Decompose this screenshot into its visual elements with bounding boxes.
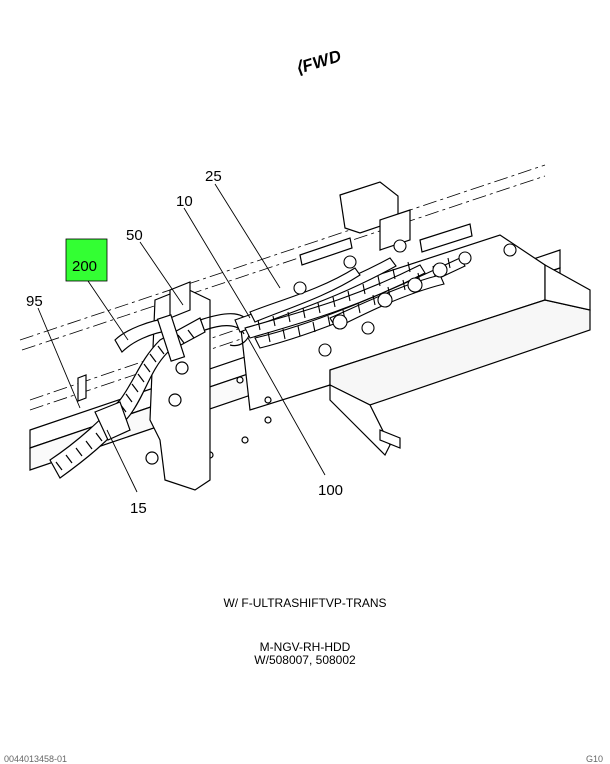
callout-200-highlight xyxy=(65,238,108,282)
callout-100: 100 xyxy=(318,482,343,499)
mounting-tray xyxy=(206,181,591,459)
caption-config: W/508007, 508002 xyxy=(254,653,356,667)
wiring-harness-right xyxy=(234,239,517,357)
harness-clamp xyxy=(77,314,186,441)
support-bracket xyxy=(145,281,211,491)
caption-model: M-NGV-RH-HDD xyxy=(259,640,351,654)
callout-200: 200 xyxy=(72,258,97,275)
callout-15: 15 xyxy=(130,500,147,517)
callout-50: 50 xyxy=(126,227,143,244)
callout-95: 95 xyxy=(26,293,43,310)
callout-25: 25 xyxy=(205,168,222,185)
callout-10: 10 xyxy=(176,193,193,210)
footer-page-ref: G10 xyxy=(586,754,604,764)
caption-transmission: W/ F-ULTRASHIFTVP-TRANS xyxy=(223,596,387,610)
leader-lines xyxy=(37,183,326,493)
footer-document-id: 0044013458-01 xyxy=(4,754,68,764)
